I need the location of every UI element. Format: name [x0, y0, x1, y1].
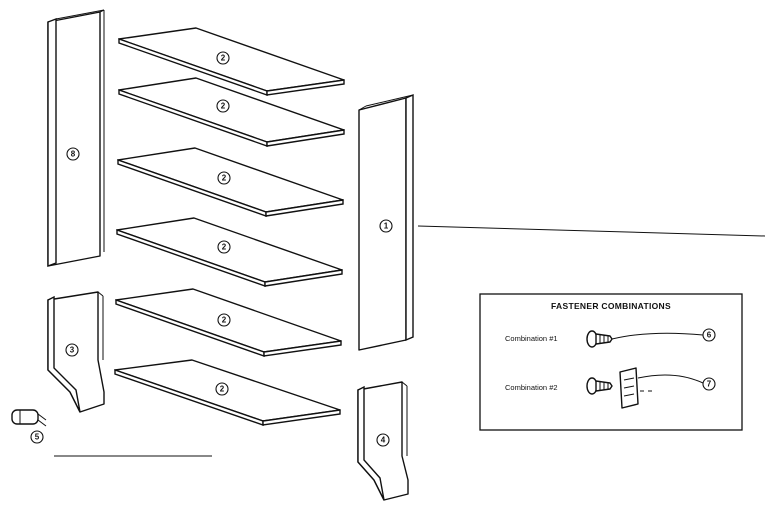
- callout-shelf-3: 2: [217, 171, 231, 185]
- callout-text-shelf-2: 2: [221, 102, 226, 111]
- leader-line-right: [417, 225, 766, 237]
- leader-line-combination-2: [637, 374, 704, 384]
- callout-text-clip: 5: [35, 433, 40, 442]
- callout-text-right-upright: 1: [384, 222, 389, 231]
- callout-clip: 5: [30, 430, 44, 444]
- combination-1-label: Combination #1: [505, 334, 558, 343]
- callout-text-right-base: 4: [381, 436, 386, 445]
- callout-right-upright: 1: [379, 219, 393, 233]
- callout-text-shelf-4: 2: [222, 243, 227, 252]
- screw-icon-combination-1: [586, 330, 613, 348]
- left-upright-panel: [47, 9, 105, 268]
- shelf-1: [118, 27, 345, 96]
- leader-line-combination-1: [611, 332, 704, 340]
- shelf-4: [116, 217, 343, 287]
- shelf-3: [117, 147, 344, 217]
- callout-text-combination-2: 7: [707, 380, 712, 389]
- callout-text-combination-1: 6: [707, 331, 712, 340]
- nut-clip-icon-combination-2: [619, 367, 652, 409]
- shelf-2: [118, 77, 345, 147]
- callout-combination-1: 6: [702, 328, 716, 342]
- callout-shelf-6: 2: [215, 382, 229, 396]
- callout-text-shelf-1: 2: [221, 54, 226, 63]
- callout-text-shelf-6: 2: [220, 385, 225, 394]
- callout-shelf-5: 2: [217, 313, 231, 327]
- callout-shelf-4: 2: [217, 240, 231, 254]
- clip-part: [11, 409, 47, 427]
- callout-combination-2: 7: [702, 377, 716, 391]
- callout-left-upright: 8: [66, 147, 80, 161]
- fastener-box-title: FASTENER COMBINATIONS: [551, 301, 671, 311]
- callout-right-base: 4: [376, 433, 390, 447]
- callout-shelf-1: 2: [216, 51, 230, 65]
- callout-text-left-upright: 8: [71, 150, 76, 159]
- combination-2-label: Combination #2: [505, 383, 558, 392]
- screw-icon-combination-2: [586, 377, 613, 395]
- callout-left-base: 3: [65, 343, 79, 357]
- callout-text-shelf-3: 2: [222, 174, 227, 183]
- fastener-combinations-box: FASTENER COMBINATIONS Combination #1 6 C…: [479, 293, 743, 431]
- callout-text-shelf-5: 2: [222, 316, 227, 325]
- callout-text-left-base: 3: [70, 346, 75, 355]
- callout-shelf-2: 2: [216, 99, 230, 113]
